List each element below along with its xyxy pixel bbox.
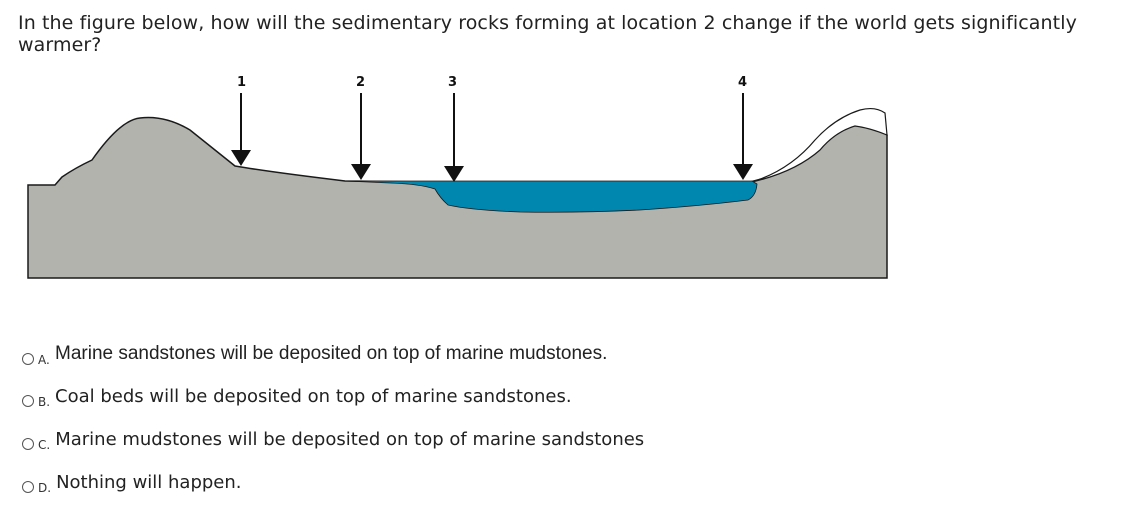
option-a[interactable]: A. Marine sandstones will be deposited o… <box>22 339 607 369</box>
option-text-d: Nothing will happen. <box>56 471 242 493</box>
option-text-c: Marine mudstones will be deposited on to… <box>55 428 645 450</box>
radio-a[interactable] <box>22 353 34 365</box>
question-text: In the figure below, how will the sedime… <box>18 12 1077 56</box>
option-c[interactable]: C. Marine mudstones will be deposited on… <box>22 424 644 454</box>
option-letter-b: B. <box>38 395 51 409</box>
geology-figure: 1 2 3 4 <box>27 75 888 279</box>
water-body <box>344 180 758 213</box>
option-text-b: Coal beds will be deposited on top of ma… <box>55 385 572 407</box>
option-letter-c: C. <box>38 438 51 452</box>
radio-d[interactable] <box>22 481 34 493</box>
location-label-1: 1 <box>237 75 246 90</box>
option-d[interactable]: D. Nothing will happen. <box>22 467 242 497</box>
location-label-2: 2 <box>356 75 365 90</box>
location-arrows <box>231 93 753 182</box>
option-letter-d: D. <box>38 481 52 495</box>
location-label-3: 3 <box>448 75 457 90</box>
option-text-a: Marine sandstones will be deposited on t… <box>55 343 608 364</box>
location-label-4: 4 <box>738 75 747 90</box>
radio-b[interactable] <box>22 395 34 407</box>
ice-sheet <box>751 107 888 183</box>
radio-c[interactable] <box>22 438 34 450</box>
option-b[interactable]: B. Coal beds will be deposited on top of… <box>22 381 572 411</box>
option-letter-a: A. <box>38 353 50 367</box>
